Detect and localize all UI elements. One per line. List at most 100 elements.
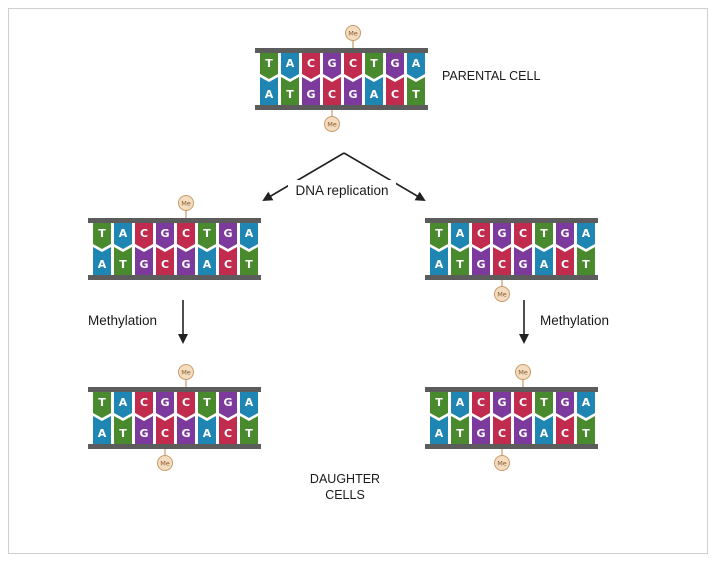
base-G-bottom [302, 77, 320, 105]
base-G-top [219, 392, 237, 418]
top-backbone [88, 218, 261, 223]
methyl-mark-circle [515, 364, 531, 380]
base-label: A [435, 427, 444, 440]
base-label: C [161, 258, 169, 271]
base-label: G [476, 427, 485, 440]
base-T-top [535, 223, 553, 249]
methyl-mark-label: Me [160, 460, 170, 468]
base-T-top [198, 392, 216, 418]
base-label: A [203, 258, 212, 271]
base-label: T [582, 258, 590, 271]
base-label: A [119, 227, 128, 240]
base-G-top [156, 392, 174, 418]
base-G-bottom [135, 247, 153, 275]
base-label: G [306, 88, 315, 101]
base-label: G [181, 258, 190, 271]
base-C-bottom [386, 77, 404, 105]
base-label: A [582, 227, 591, 240]
methyl-mark-label: Me [497, 460, 507, 468]
methyl-mark: Me [345, 25, 361, 48]
base-C-top [472, 223, 490, 249]
top-backbone [88, 387, 261, 392]
daughter-cells-label-line2: CELLS [325, 488, 365, 502]
base-T-bottom [114, 416, 132, 444]
base-T-bottom [281, 77, 299, 105]
base-label: G [348, 88, 357, 101]
base-label: G [390, 57, 399, 70]
base-label: G [518, 427, 527, 440]
base-T-top [93, 223, 111, 249]
base-label: A [98, 427, 107, 440]
base-label: A [98, 258, 107, 271]
base-label: A [435, 258, 444, 271]
methyl-mark-circle [157, 455, 173, 471]
base-label: C [477, 227, 485, 240]
base-label: A [540, 258, 549, 271]
base-label: T [286, 88, 294, 101]
base-C-top [514, 223, 532, 249]
base-G-top [556, 392, 574, 418]
base-label: T [412, 88, 420, 101]
dna-strands: MeMeTAATCGGCCGTAGCATMeTAATCGGCCGTAGCATMe… [88, 25, 598, 471]
arrow-to-right-daughter [343, 152, 426, 202]
base-C-bottom [493, 247, 511, 275]
base-label: A [412, 57, 421, 70]
base-label: C [182, 227, 190, 240]
base-label: G [223, 227, 232, 240]
base-A-top [577, 392, 595, 418]
top-backbone [425, 218, 598, 223]
base-label: T [540, 396, 548, 409]
base-label: C [182, 396, 190, 409]
base-A-bottom [198, 247, 216, 275]
base-label: G [327, 57, 336, 70]
methyl-mark: Me [494, 448, 510, 471]
bottom-backbone [425, 444, 598, 449]
base-C-bottom [556, 247, 574, 275]
base-label: A [265, 88, 274, 101]
methyl-mark: Me [494, 279, 510, 302]
base-T-top [93, 392, 111, 418]
base-G-bottom [177, 416, 195, 444]
daughter-cells-label-line1: DAUGHTER [310, 472, 380, 486]
base-C-bottom [556, 416, 574, 444]
base-A-top [240, 392, 258, 418]
top-backbone [425, 387, 598, 392]
base-label: T [245, 427, 253, 440]
base-A-top [281, 53, 299, 79]
base-label: A [286, 57, 295, 70]
base-A-bottom [535, 416, 553, 444]
methyl-mark-circle [324, 116, 340, 132]
base-A-bottom [535, 247, 553, 275]
base-label: G [497, 396, 506, 409]
base-A-bottom [93, 247, 111, 275]
methyl-mark-circle [494, 286, 510, 302]
base-A-top [407, 53, 425, 79]
base-G-bottom [514, 416, 532, 444]
base-label: C [349, 57, 357, 70]
base-label: T [435, 227, 443, 240]
base-label: T [370, 57, 378, 70]
methyl-mark-label: Me [181, 200, 191, 208]
base-label: G [476, 258, 485, 271]
methyl-mark: Me [157, 448, 173, 471]
dna-replication-label: DNA replication [295, 183, 388, 198]
base-A-top [114, 223, 132, 249]
base-G-bottom [514, 247, 532, 275]
replication-arrows [262, 152, 426, 202]
base-label: C [140, 227, 148, 240]
methyl-mark-label: Me [497, 291, 507, 299]
base-G-bottom [472, 416, 490, 444]
base-G-top [219, 223, 237, 249]
base-label: C [391, 88, 399, 101]
base-label: G [223, 396, 232, 409]
base-label: C [224, 427, 232, 440]
base-label: A [203, 427, 212, 440]
base-label: C [498, 427, 506, 440]
base-label: A [245, 396, 254, 409]
arrow-to-left-daughter [262, 152, 345, 202]
base-label: A [540, 427, 549, 440]
base-label: T [119, 258, 127, 271]
base-G-top [156, 223, 174, 249]
